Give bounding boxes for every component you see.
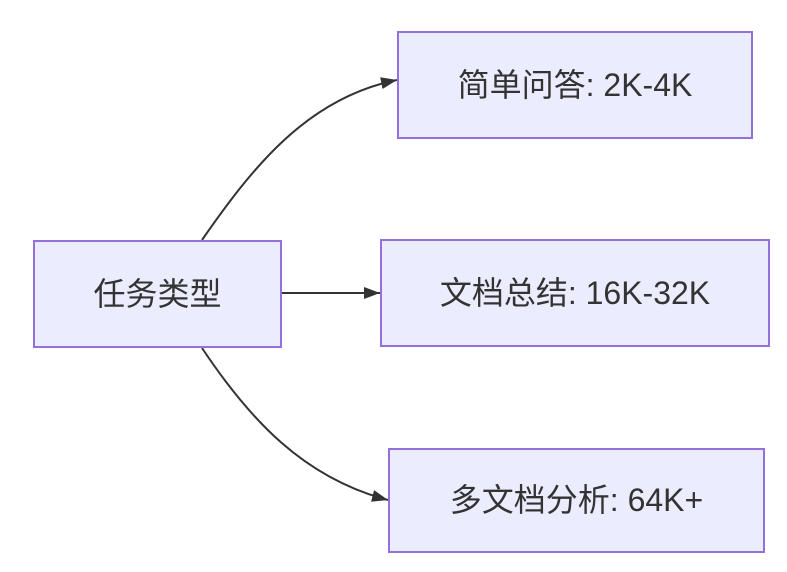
node-task-type-label: 任务类型: [93, 275, 222, 312]
node-simple-qa: 简单问答: 2K-4K: [397, 31, 753, 139]
node-doc-summary: 文档总结: 16K-32K: [380, 239, 770, 347]
node-simple-qa-label: 简单问答: 2K-4K: [457, 66, 693, 103]
node-multidoc-analysis-label: 多文档分析: 64K+: [449, 482, 704, 519]
node-task-type: 任务类型: [33, 240, 282, 348]
edge-root-to-simple-qa: [201, 77, 398, 241]
node-multidoc-analysis: 多文档分析: 64K+: [388, 448, 765, 553]
node-doc-summary-label: 文档总结: 16K-32K: [439, 274, 711, 311]
edge-root-to-multidoc-analysis: [201, 347, 389, 502]
